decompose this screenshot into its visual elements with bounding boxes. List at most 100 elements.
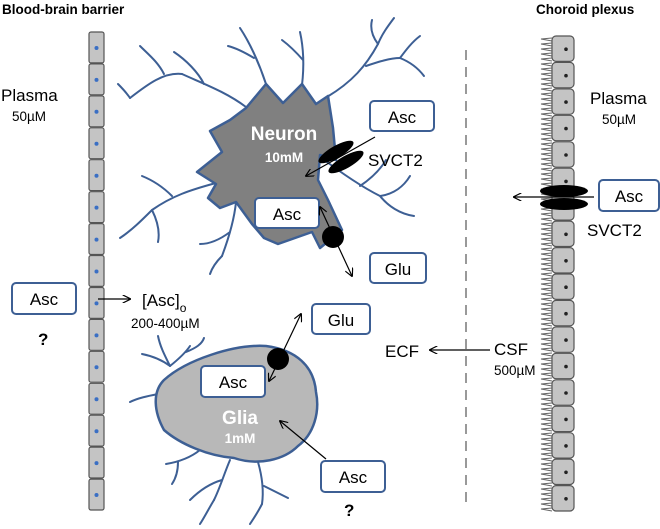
cp-microvillus xyxy=(540,77,553,82)
cp-microvillus xyxy=(540,147,553,152)
cp-cell-nucleus xyxy=(564,444,568,448)
cp-microvillus xyxy=(540,382,553,387)
csf-concentration: 500µM xyxy=(494,363,536,378)
glia-exchanger xyxy=(267,348,289,370)
cp-cell-nucleus xyxy=(564,47,568,51)
cp-epithelial-cell xyxy=(551,299,575,327)
neuron-asc-outside-box xyxy=(369,100,435,132)
cp-microvillus xyxy=(540,482,553,487)
cp-microvillus xyxy=(540,322,553,327)
cp-cell-nucleus xyxy=(564,126,568,131)
cp-cell-nucleus xyxy=(564,391,568,395)
cp-epithelial-cell xyxy=(551,141,575,168)
cp-cell-nucleus xyxy=(564,259,568,263)
cp-microvillus xyxy=(540,422,553,427)
cp-epithelial-cell xyxy=(551,247,575,274)
glia-asc-inside-box xyxy=(200,365,266,398)
cp-svct2-transporter-lower xyxy=(540,198,588,210)
glia-exchange-arrow xyxy=(269,314,301,381)
cp-microvillus xyxy=(540,342,553,347)
cp-microvillus xyxy=(540,372,553,377)
cp-epithelial-cell xyxy=(551,326,575,353)
glia-glu-label: Glu xyxy=(328,311,354,330)
neuron-exchanger xyxy=(322,226,344,248)
neuron-asc-outside-label: Asc xyxy=(388,108,417,127)
cp-cell-nucleus xyxy=(564,417,568,422)
bbb-cell-nucleus xyxy=(94,109,99,114)
bbb-cell-nucleus xyxy=(94,46,99,50)
cp-microvillus xyxy=(540,52,553,57)
left-plasma-conc: 50µM xyxy=(12,109,46,124)
bbb-cell-nucleus xyxy=(94,365,99,370)
cp-microvillus xyxy=(540,472,553,477)
bbb-cell-nucleus xyxy=(94,397,99,402)
glia-label: Glia xyxy=(222,408,258,429)
neuron-svct2-transporter-upper xyxy=(318,140,354,164)
bbb-cell-nucleus xyxy=(94,301,99,306)
neuron-asc-inside-label: Asc xyxy=(273,205,302,224)
bbb-cell-nucleus xyxy=(94,237,99,242)
cp-microvillus xyxy=(540,392,553,397)
cp-cell-nucleus xyxy=(564,100,568,104)
cp-microvillus xyxy=(540,212,553,217)
cp-microvillus xyxy=(540,117,553,122)
cp-microvillus xyxy=(540,457,553,462)
cp-microvillus xyxy=(540,307,553,312)
cp-microvillus xyxy=(540,242,553,247)
neuron-label: Neuron xyxy=(251,124,318,145)
cp-microvillus xyxy=(540,67,553,72)
cp-microvillus xyxy=(540,442,553,447)
cp-epithelial-cell xyxy=(551,458,575,486)
cp-microvillus xyxy=(540,287,553,292)
cp-microvillus xyxy=(540,412,553,417)
cp-microvillus xyxy=(540,312,553,317)
cp-microvillus xyxy=(540,172,553,177)
cp-microvillus xyxy=(540,502,553,507)
cp-cell-nucleus xyxy=(564,285,568,290)
cp-microvillus xyxy=(540,352,553,357)
cp-microvillus xyxy=(540,87,553,92)
cp-microvillus xyxy=(540,452,553,457)
cp-microvillus xyxy=(540,252,553,257)
cp-microvillus xyxy=(540,487,553,492)
left-plasma-label: Plasma xyxy=(1,86,58,105)
cp-microvillus xyxy=(540,72,553,77)
cp-microvillus xyxy=(540,492,553,497)
cp-microvillus xyxy=(540,137,553,142)
cp-cell-nucleus xyxy=(564,364,568,369)
cp-microvillus xyxy=(540,377,553,382)
bbb-cell-nucleus xyxy=(94,429,99,434)
glia-asc-outside-box xyxy=(320,460,386,493)
cp-cell-nucleus xyxy=(564,338,568,342)
cp-microvillus xyxy=(540,362,553,367)
bbb-cell-nucleus xyxy=(94,205,99,210)
cp-microvillus xyxy=(540,132,553,137)
bbb-cell-nucleus xyxy=(94,141,99,146)
neuron-glu-box xyxy=(369,252,427,284)
cp-epithelial-cell xyxy=(551,352,575,380)
cp-microvillus xyxy=(540,402,553,407)
cp-microvillus xyxy=(540,397,553,402)
cp-epithelial-cell xyxy=(551,273,575,300)
cp-microvillus xyxy=(540,332,553,337)
cp-microvillus xyxy=(540,237,553,242)
cp-microvillus xyxy=(540,37,553,42)
cp-microvillus xyxy=(540,282,553,287)
cp-microvillus xyxy=(540,497,553,502)
ecf-label: ECF xyxy=(385,342,419,361)
cp-microvillus xyxy=(540,262,553,267)
cp-svct2-label: SVCT2 xyxy=(587,221,642,240)
cp-cell-nucleus xyxy=(564,470,568,475)
cp-microvillus xyxy=(540,297,553,302)
cp-microvillus xyxy=(540,317,553,322)
cp-microvillus xyxy=(540,167,553,172)
cp-epithelial-cell xyxy=(551,35,575,62)
neuron-glu-label: Glu xyxy=(385,260,411,279)
cp-microvillus xyxy=(540,107,553,112)
extracellular-asc-label: [Asc]o xyxy=(142,291,187,315)
cp-microvillus xyxy=(540,427,553,432)
cp-microvillus xyxy=(540,162,553,167)
glia-question-mark: ? xyxy=(344,501,354,520)
cp-microvillus xyxy=(540,347,553,352)
cp-microvillus xyxy=(540,57,553,62)
